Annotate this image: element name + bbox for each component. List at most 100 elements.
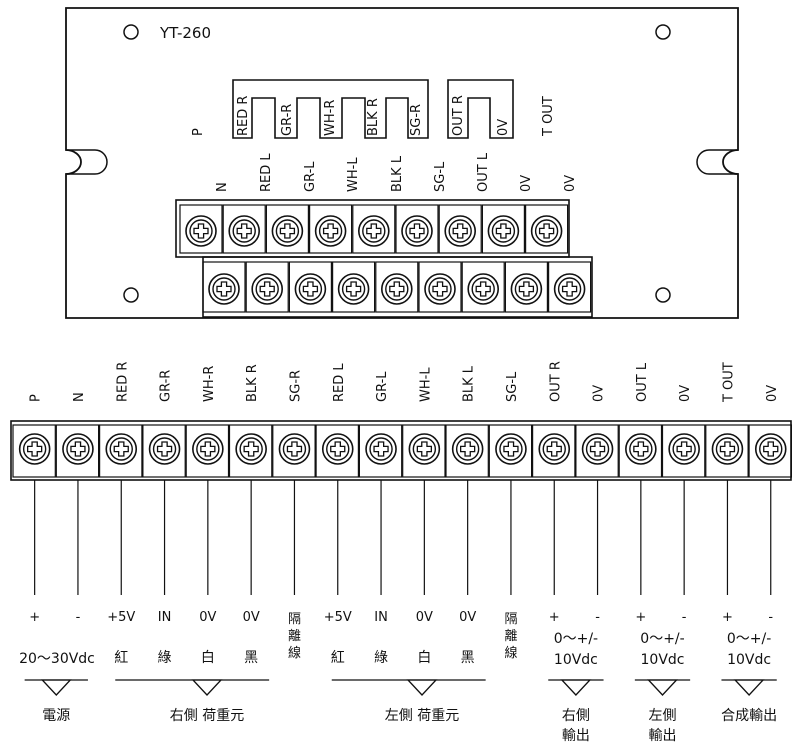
mounting-hole bbox=[123, 287, 139, 303]
terminal-value: - bbox=[682, 610, 687, 625]
terminal-screw bbox=[402, 424, 446, 478]
top-label: OUT R bbox=[451, 95, 466, 136]
terminal-value: + bbox=[549, 610, 560, 625]
group-pointer bbox=[647, 679, 678, 696]
terminal-value: + bbox=[29, 610, 40, 625]
group-label: 右側 荷重元 bbox=[170, 708, 244, 724]
strip-label: RED R bbox=[115, 362, 130, 402]
terminal-screw bbox=[179, 204, 223, 254]
terminal-screw bbox=[272, 424, 316, 478]
wire-color-label: 黑 bbox=[461, 650, 475, 666]
terminal-screw bbox=[488, 424, 533, 478]
group-label: 合成輸出 bbox=[721, 708, 777, 724]
model-label: YT-260 bbox=[159, 24, 211, 42]
isolation-wire-label: 線 bbox=[288, 645, 301, 661]
upper-label: BLK L bbox=[390, 155, 405, 192]
terminal-screw bbox=[55, 424, 100, 478]
terminal-value: 0V bbox=[199, 610, 216, 625]
terminal-screw bbox=[228, 424, 273, 478]
group-label: 電源 bbox=[42, 708, 70, 724]
wire-color-label: 綠 bbox=[158, 650, 172, 666]
terminal-screw bbox=[395, 204, 439, 254]
strip-label: WH-L bbox=[418, 367, 433, 402]
upper-label: 0V bbox=[519, 175, 534, 192]
wire-color-label: 綠 bbox=[374, 650, 388, 666]
terminal-screw bbox=[661, 424, 706, 478]
group-label: 左側輸出 bbox=[649, 708, 677, 744]
terminal-screw bbox=[358, 424, 403, 478]
terminal-screw bbox=[352, 204, 396, 254]
terminal-value: IN bbox=[374, 610, 388, 625]
terminal-screw bbox=[438, 204, 482, 254]
terminal-screw bbox=[375, 261, 419, 313]
upper-label: 0V bbox=[563, 175, 578, 192]
top-label: WH-R bbox=[323, 100, 338, 136]
strip-label: 0V bbox=[678, 385, 693, 402]
terminal-value: + bbox=[722, 610, 733, 625]
terminal-screw bbox=[531, 424, 576, 478]
strip-label: OUT L bbox=[635, 362, 650, 402]
group-pointer bbox=[40, 679, 72, 696]
strip-label: BLK L bbox=[462, 365, 477, 402]
upper-label: WH-L bbox=[346, 157, 361, 192]
strip-label: OUT R bbox=[548, 361, 563, 402]
terminal-value: + bbox=[635, 610, 646, 625]
isolation-wire-label: 離 bbox=[504, 629, 517, 644]
top-label: BLK R bbox=[366, 98, 381, 136]
wire-color-label: 白 bbox=[201, 650, 215, 666]
wire-color-label: 紅 bbox=[331, 650, 345, 666]
strip-label: SG-R bbox=[288, 370, 303, 402]
terminal-screw bbox=[142, 424, 186, 478]
upper-label: GR-L bbox=[303, 161, 318, 192]
terminal-screw bbox=[98, 424, 143, 478]
group-label: 左側 荷重元 bbox=[385, 708, 459, 724]
group-pointer bbox=[191, 679, 223, 696]
output-range-top: 0～+/- bbox=[640, 631, 684, 647]
group-pointer bbox=[406, 679, 438, 696]
terminal-screw bbox=[332, 261, 376, 313]
output-range-top: 0～+/- bbox=[727, 631, 771, 647]
terminal-value: IN bbox=[158, 610, 172, 625]
wire-color-label: 黑 bbox=[244, 650, 258, 666]
terminal-screw bbox=[618, 424, 663, 478]
top-label: T OUT bbox=[541, 96, 556, 137]
group-pointer bbox=[560, 679, 592, 696]
group-pointer bbox=[733, 679, 765, 696]
terminal-screw bbox=[202, 261, 246, 313]
top-label: P bbox=[191, 128, 206, 136]
top-label: RED R bbox=[236, 96, 251, 136]
strip-label: 0V bbox=[765, 385, 780, 402]
terminal-screw bbox=[504, 261, 548, 313]
terminal-screw bbox=[481, 204, 525, 254]
wire-color-label: 紅 bbox=[114, 650, 128, 666]
terminal-value: 0V bbox=[243, 610, 260, 625]
terminal-screw bbox=[524, 204, 569, 254]
terminal-screw bbox=[705, 424, 749, 478]
load-cell-connector bbox=[232, 79, 429, 139]
mounting-hole bbox=[655, 24, 671, 40]
supply-range: 20～30Vdc bbox=[19, 651, 95, 667]
isolation-wire-label: 隔 bbox=[504, 612, 517, 627]
upper-label: OUT L bbox=[476, 152, 491, 192]
strip-label: SG-L bbox=[505, 371, 520, 402]
terminal-screw bbox=[12, 424, 56, 478]
strip-label: P bbox=[29, 394, 44, 402]
output-range-bottom: 10Vdc bbox=[554, 652, 598, 668]
strip-label: RED L bbox=[332, 363, 347, 402]
output-range-bottom: 10Vdc bbox=[727, 652, 771, 668]
terminal-value: 0V bbox=[459, 610, 476, 625]
terminal-value: - bbox=[768, 610, 773, 625]
output-range-top: 0～+/- bbox=[554, 631, 598, 647]
terminal-screw bbox=[547, 261, 592, 313]
upper-label: RED L bbox=[259, 153, 274, 192]
terminal-screw bbox=[748, 424, 792, 478]
terminal-value: - bbox=[595, 610, 600, 625]
terminal-screw bbox=[461, 261, 505, 313]
strip-label: WH-R bbox=[202, 366, 217, 402]
groups: 電源右側 荷重元左側 荷重元右側輸出左側輸出合成輸出 bbox=[24, 679, 777, 744]
terminal-screw bbox=[445, 424, 489, 478]
terminal-screw bbox=[575, 424, 619, 478]
